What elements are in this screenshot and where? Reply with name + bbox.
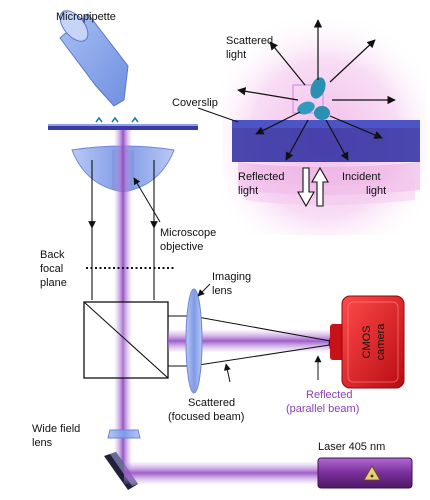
coverslip xyxy=(48,116,198,130)
laser-warning-icon xyxy=(363,465,381,481)
label-back-focal-plane-line3: plane xyxy=(40,277,67,289)
label-back-focal-plane-line2: focal xyxy=(40,263,63,275)
incident-light-arrow xyxy=(311,166,329,207)
label-reflected-beam-line2: (parallel beam) xyxy=(286,403,359,415)
scattered-light-arrows xyxy=(237,19,396,161)
label-microscope-objective-line1: Microscope xyxy=(160,227,216,239)
beam-splitter-cube xyxy=(83,301,169,379)
label-scattered-light-line1: Scattered xyxy=(226,35,273,47)
label-scattered-beam-line1: Scattered xyxy=(188,397,235,409)
label-laser: Laser 405 nm xyxy=(318,441,385,453)
label-camera-line1: CMOS xyxy=(361,326,373,359)
label-reflected-light-line2: light xyxy=(238,185,258,197)
label-incident-light-line2: light xyxy=(366,185,386,197)
label-coverslip: Coverslip xyxy=(172,97,218,109)
label-wide-field-lens-line1: Wide field xyxy=(32,423,80,435)
scattered-rays xyxy=(88,160,158,300)
cell-cluster xyxy=(292,77,330,120)
camera-label-group: CMOS camera xyxy=(361,323,387,361)
leader-lines xyxy=(133,177,322,383)
coverslip-leader xyxy=(197,107,239,123)
label-reflected-beam-line1: Reflected xyxy=(306,389,352,401)
label-reflected-light-line1: Reflected xyxy=(238,171,284,183)
imaging-lens xyxy=(185,288,203,394)
label-imaging-lens-line2: lens xyxy=(212,285,233,297)
reflected-light-arrow xyxy=(297,167,315,208)
micropipette xyxy=(59,10,129,107)
label-camera-line2: camera xyxy=(375,323,387,361)
label-back-focal-plane-line1: Back xyxy=(40,249,65,261)
label-wide-field-lens-line2: lens xyxy=(32,437,53,449)
label-scattered-light-line2: light xyxy=(226,49,246,61)
laser-beam xyxy=(124,462,320,484)
laser-source xyxy=(317,457,413,489)
label-scattered-beam-line2: (focused beam) xyxy=(168,411,244,423)
label-microscope-objective-line2: objective xyxy=(160,241,203,253)
label-micropipette: Micropipette xyxy=(56,11,116,23)
cmos-camera xyxy=(330,295,405,389)
label-incident-light-line1: Incident xyxy=(342,171,381,183)
wide-field-lens xyxy=(107,429,141,439)
label-imaging-lens-line1: Imaging xyxy=(212,271,251,283)
inset-scattering-panel xyxy=(222,20,427,235)
